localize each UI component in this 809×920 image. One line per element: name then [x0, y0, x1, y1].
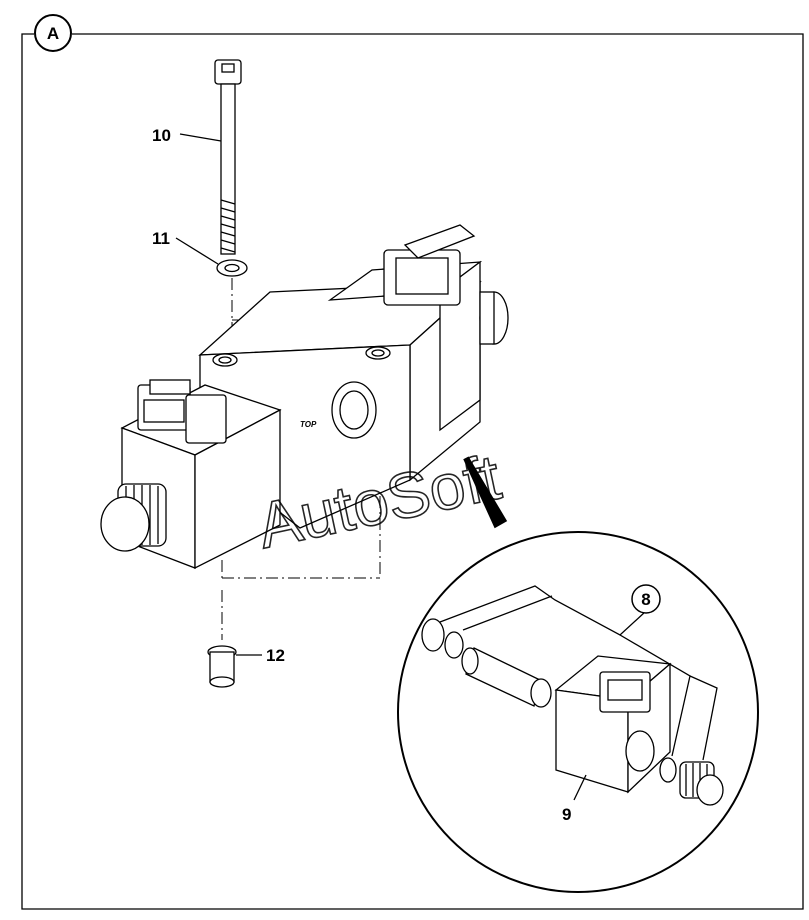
- callout-8: 8: [641, 590, 650, 609]
- section-badge: A: [34, 14, 72, 52]
- callout-9: 9: [562, 805, 571, 824]
- callout-12: 12: [266, 646, 285, 665]
- detail-pointer-arrow: [463, 456, 508, 529]
- detail-knurled-nut: [679, 761, 724, 806]
- callout-10: 10: [152, 126, 171, 145]
- bushing-part-12: [207, 645, 237, 688]
- callout-leader-11: [175, 237, 219, 265]
- section-badge-label: A: [47, 24, 59, 43]
- callout-leader-8: [439, 585, 718, 761]
- washer-part-11: [216, 259, 248, 277]
- detail-armature-tube: [461, 647, 552, 708]
- callout-8-circle: [631, 584, 661, 614]
- callout-leader-10: [179, 133, 222, 142]
- diagram-frame: [21, 33, 804, 910]
- detail-o-rings: [421, 618, 677, 783]
- top-port-marking: TOP: [300, 420, 317, 429]
- right-solenoid-coil: [327, 224, 509, 432]
- detail-solenoid-coil: [554, 655, 672, 794]
- callout-11: 11: [152, 229, 170, 248]
- bolt-part-10: [214, 59, 242, 255]
- callout-leader-9: [573, 774, 587, 801]
- left-knurled-nut: [100, 483, 167, 552]
